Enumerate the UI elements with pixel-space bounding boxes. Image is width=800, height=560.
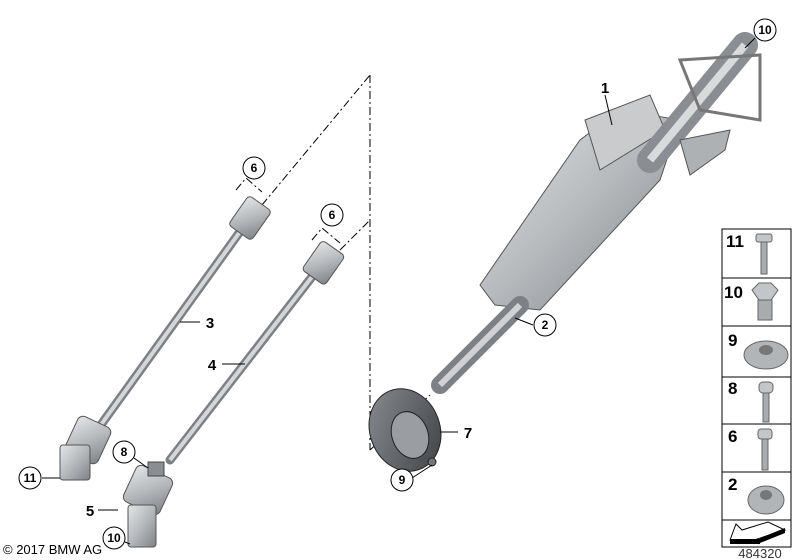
callout-1: 1 xyxy=(601,80,609,97)
hardware-item-2: 2 xyxy=(728,475,785,515)
intermediate-shaft-4 xyxy=(122,241,345,548)
callout-11: 11 xyxy=(18,466,42,490)
svg-text:6: 6 xyxy=(329,208,336,222)
svg-text:11: 11 xyxy=(24,471,37,485)
callout-5: 5 xyxy=(86,503,94,520)
svg-text:6: 6 xyxy=(251,161,258,175)
hardware-item-8: 8 xyxy=(728,379,774,423)
svg-text:10: 10 xyxy=(107,531,121,545)
callout-6-b: 6 xyxy=(320,203,344,227)
svg-text:4: 4 xyxy=(208,357,217,374)
hardware-item-9: 9 xyxy=(728,331,789,370)
copyright-text: © 2017 BMW AG xyxy=(3,542,102,557)
svg-text:10: 10 xyxy=(724,283,743,302)
hardware-item-11: 11 xyxy=(726,232,773,275)
svg-text:2: 2 xyxy=(728,475,737,494)
callout-2: 2 xyxy=(533,313,557,337)
hardware-item-6: 6 xyxy=(728,427,773,471)
svg-text:2: 2 xyxy=(542,318,549,332)
direction-arrow-icon xyxy=(729,521,787,544)
svg-text:11: 11 xyxy=(726,232,744,251)
callout-3: 3 xyxy=(206,315,214,332)
diagram-number: 484320 xyxy=(738,546,781,560)
svg-text:10: 10 xyxy=(758,23,772,37)
column-cover-7 xyxy=(368,388,442,472)
callout-10-top: 10 xyxy=(753,18,777,42)
svg-text:6: 6 xyxy=(728,427,737,446)
svg-text:7: 7 xyxy=(464,425,472,442)
callout-7: 7 xyxy=(464,425,472,442)
svg-text:5: 5 xyxy=(86,503,94,520)
leader-lines xyxy=(42,37,756,545)
callout-4: 4 xyxy=(208,357,217,374)
svg-text:9: 9 xyxy=(728,331,737,350)
callout-6-a: 6 xyxy=(242,156,266,180)
svg-text:9: 9 xyxy=(399,473,406,487)
steering-column-1 xyxy=(431,32,762,394)
hardware-item-10: 10 xyxy=(724,282,779,321)
svg-text:1: 1 xyxy=(601,80,609,97)
svg-text:8: 8 xyxy=(728,379,737,398)
callout-8: 8 xyxy=(112,440,136,464)
svg-text:3: 3 xyxy=(206,315,214,332)
svg-text:8: 8 xyxy=(121,445,128,459)
callout-9: 9 xyxy=(390,468,414,492)
callout-10-bottom: 10 xyxy=(102,526,126,550)
intermediate-shaft-3 xyxy=(59,196,271,481)
